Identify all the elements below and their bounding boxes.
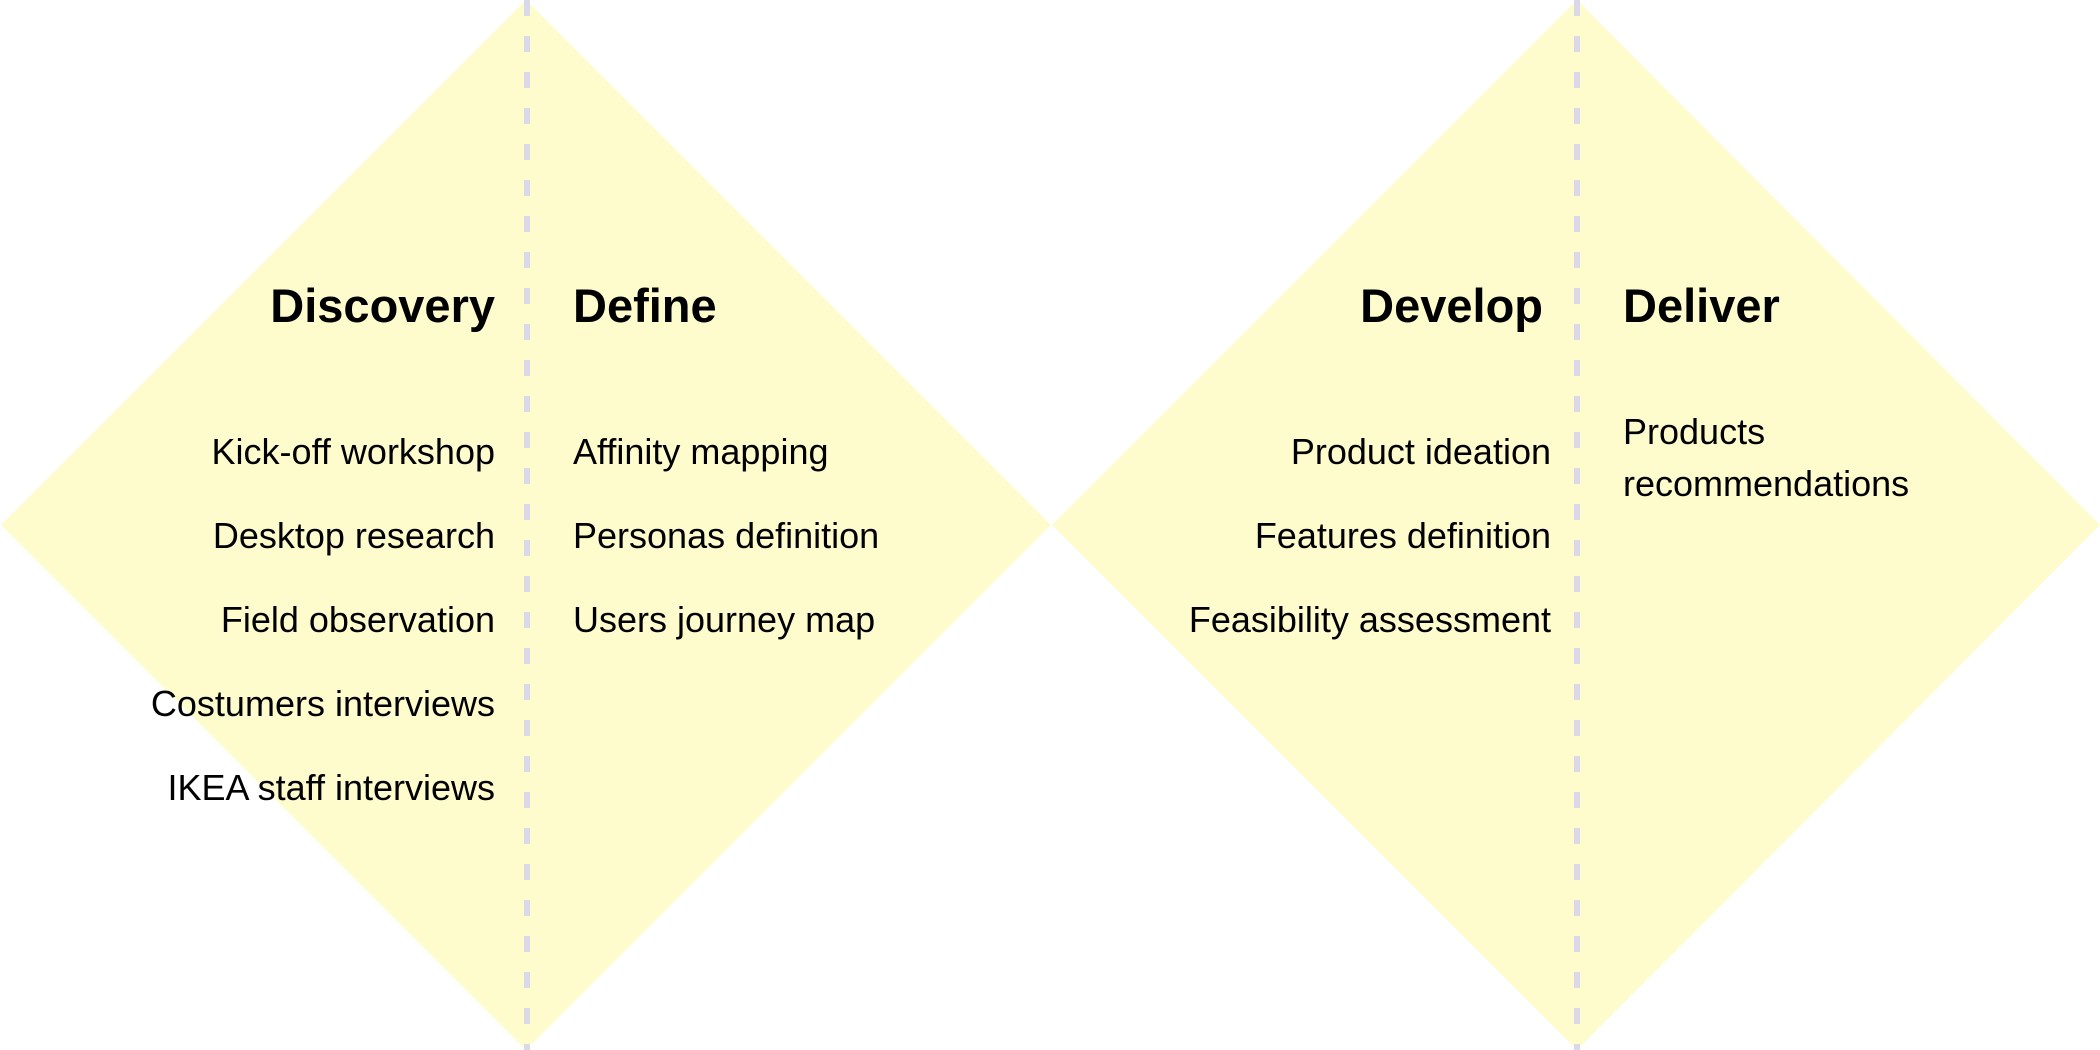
list-item: Product ideation — [1290, 431, 1551, 472]
list-item: Costumers interviews — [150, 683, 495, 724]
phase-items-develop: Product ideation Features definition Fea… — [1189, 410, 1551, 662]
diamond-develop-deliver — [1052, 0, 2100, 1050]
list-item: Feasibility assessment — [1188, 599, 1551, 640]
phase-title-discovery: Discovery — [270, 279, 495, 332]
phase-items-discovery: Kick-off workshop Desktop research Field… — [151, 410, 495, 830]
phase-title-define: Define — [573, 279, 717, 332]
list-item: Kick-off workshop — [211, 431, 495, 472]
list-item: Desktop research — [212, 515, 495, 556]
diamond-discover-define — [1, 0, 1051, 1050]
list-item: Personas definition — [573, 515, 880, 556]
list-item: IKEA staff interviews — [167, 767, 495, 808]
list-item: Products recommendations — [1623, 411, 1910, 504]
phase-title-develop: Develop — [1360, 279, 1543, 332]
list-item: Users journey map — [573, 599, 876, 640]
phase-items-define: Affinity mapping Personas definition Use… — [573, 410, 879, 662]
list-item: Features definition — [1254, 515, 1551, 556]
list-item: Field observation — [220, 599, 495, 640]
phase-items-deliver: Products recommendations — [1623, 406, 1943, 504]
phase-title-deliver: Deliver — [1623, 279, 1780, 332]
list-item: Affinity mapping — [573, 431, 829, 472]
